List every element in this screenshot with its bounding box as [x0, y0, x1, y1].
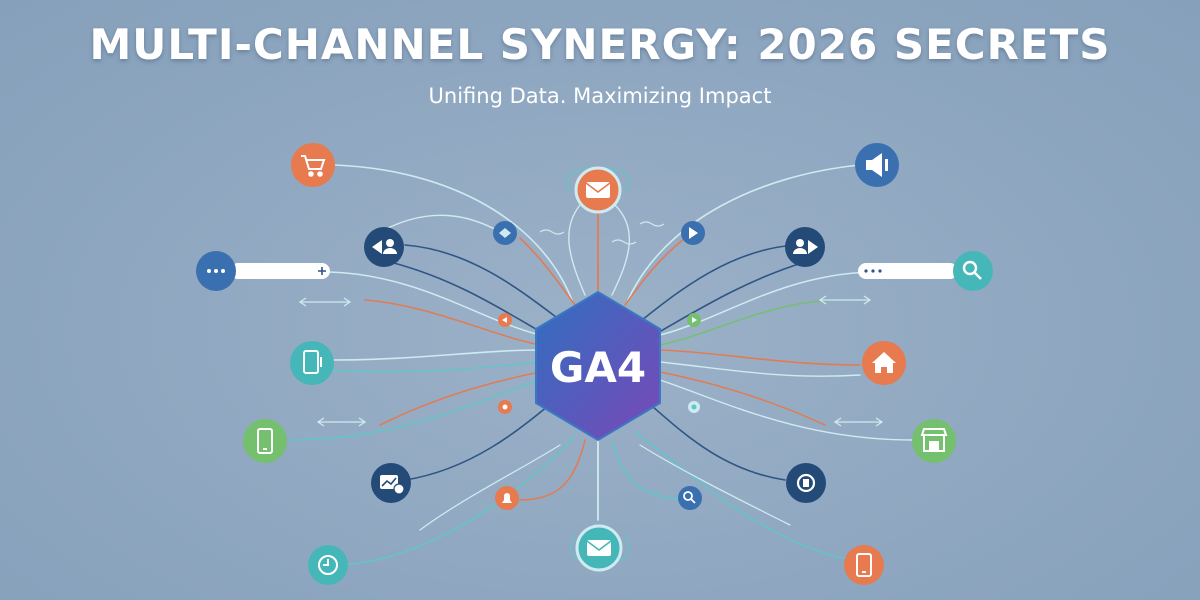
channel-node-email-top — [574, 166, 622, 214]
cycle-icon — [796, 473, 816, 493]
clock-icon — [318, 555, 338, 575]
channel-node-home — [862, 341, 906, 385]
channel-node-mobile-right — [844, 545, 884, 585]
search-icon — [962, 260, 982, 280]
channel-node-tablet — [290, 341, 334, 385]
home-icon — [872, 352, 896, 373]
megaphone-icon — [866, 153, 888, 177]
small-node-search — [678, 486, 702, 510]
storefront-icon — [920, 428, 948, 452]
page-subtitle: Unifing Data. Maximizing Impact — [428, 84, 772, 108]
channel-node-cycle — [786, 463, 826, 503]
small-dots — [493, 221, 705, 510]
channel-node-email-bottom — [575, 524, 623, 572]
arrow-accents — [298, 221, 884, 427]
channel-node-more — [196, 251, 236, 291]
cart-icon — [301, 155, 326, 177]
channel-node-storefront — [912, 419, 956, 463]
channel-node-mobile-left — [243, 419, 287, 463]
channel-node-share-right — [785, 227, 825, 267]
channel-node-megaphone — [855, 143, 899, 187]
connector-lines — [289, 164, 913, 566]
more-icon — [207, 269, 225, 273]
channel-node-clock — [308, 545, 348, 585]
search-bar-right — [858, 263, 958, 279]
email-icon — [586, 540, 612, 556]
mobile-icon — [257, 428, 273, 454]
channel-node-cart — [291, 143, 335, 187]
share-users-icon — [372, 239, 397, 254]
page-title: MULTI-CHANNEL SYNERGY: 2026 SECRETS — [89, 20, 1111, 69]
share-users-icon — [793, 239, 818, 254]
mobile-icon — [856, 553, 872, 577]
channel-node-share-left — [364, 227, 404, 267]
search-bar-left — [230, 263, 330, 279]
email-icon — [585, 182, 611, 198]
ga4-hub: GA4 — [535, 290, 661, 442]
analytics-icon — [380, 475, 405, 495]
hub-label: GA4 — [550, 343, 646, 392]
channel-node-search — [953, 251, 993, 291]
channel-node-analytics — [371, 463, 411, 503]
tablet-icon — [303, 350, 322, 374]
